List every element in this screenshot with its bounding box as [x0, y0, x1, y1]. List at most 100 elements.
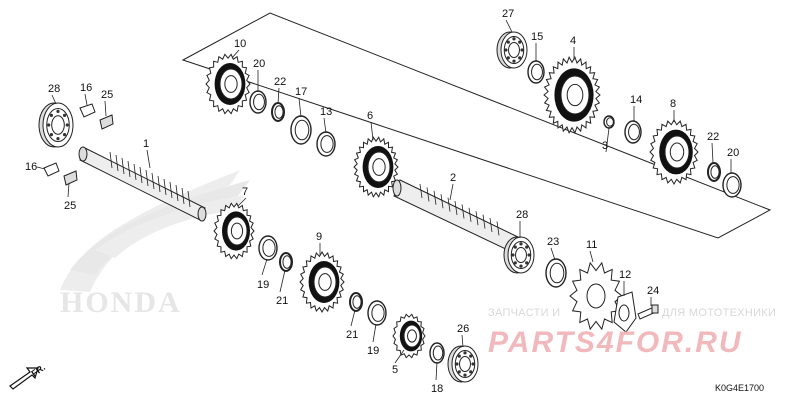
callout-9: 9	[316, 231, 322, 243]
fr-label: FR.	[29, 362, 47, 379]
callout-4: 4	[570, 35, 576, 47]
leader-line	[323, 117, 327, 134]
washer-20-right	[722, 172, 742, 198]
watermark-brand: PARTS4FOR.RU	[488, 326, 743, 359]
leader-line	[605, 127, 610, 153]
callout-21b: 21	[346, 329, 358, 341]
watermark-caption-tail: ДЛЯ МОТОТЕХНИКИ	[662, 307, 776, 319]
gear-6	[353, 136, 399, 198]
spline-line	[482, 214, 486, 229]
honda-wing-logo: HONDA	[60, 170, 250, 319]
leader-line	[36, 166, 46, 170]
spline-line	[169, 181, 173, 199]
callout-23: 23	[547, 236, 559, 248]
callout-10: 10	[234, 38, 246, 50]
circlip-21-left	[279, 252, 293, 272]
callout-16a: 16	[80, 82, 92, 94]
mainshaft	[392, 179, 521, 253]
front-direction-arrow: FR.	[9, 362, 47, 390]
callout-22b: 22	[707, 131, 719, 143]
leader-line	[350, 309, 356, 327]
dowel-16-top	[79, 103, 96, 118]
callout-28b: 28	[516, 209, 528, 221]
washer-18	[429, 342, 445, 364]
leader-line	[104, 100, 107, 117]
spline-line	[151, 172, 155, 190]
leader-lines	[36, 19, 732, 381]
callout-24: 24	[647, 285, 659, 297]
assembly-outline	[181, 12, 772, 239]
leader-line	[67, 182, 70, 198]
callouts: 1 2 3 4 5 6 7 8 9 10 11 12 13 14 15 16 1…	[25, 8, 739, 395]
spline-line	[157, 175, 161, 193]
spline-line	[496, 221, 500, 236]
spline-line	[468, 207, 472, 222]
spline-line	[163, 178, 167, 196]
callout-25a: 25	[101, 89, 113, 101]
leader-line	[298, 97, 302, 118]
callout-14: 14	[630, 94, 642, 106]
fixing-plate-12	[613, 291, 637, 333]
bolt-25-bottom	[63, 170, 78, 186]
spline-line	[109, 151, 113, 169]
washer-15	[527, 60, 545, 84]
spline-line	[127, 160, 131, 178]
callout-27: 27	[502, 8, 514, 20]
honda-logo-text: HONDA	[60, 286, 182, 319]
leader-line	[711, 142, 714, 164]
callout-11: 11	[586, 239, 597, 251]
callout-26: 26	[457, 323, 469, 335]
leader-line	[370, 121, 374, 141]
bearing-27	[496, 31, 528, 69]
leader-line	[277, 87, 280, 105]
gear-8	[649, 118, 699, 186]
washer-20-left	[249, 90, 267, 114]
bushing-19-left	[258, 235, 278, 261]
bearing-28-right	[503, 236, 535, 274]
leader-line	[237, 197, 247, 207]
parts-layer	[38, 31, 742, 383]
spline-line	[461, 204, 465, 219]
leader-line	[51, 94, 57, 105]
leader-line	[394, 349, 405, 364]
callout-7: 7	[242, 186, 248, 198]
leader-line	[279, 269, 286, 293]
circlip-22-right	[707, 162, 721, 182]
gear-5	[392, 313, 426, 359]
spline-line	[433, 190, 437, 205]
callout-6: 6	[367, 110, 373, 122]
callout-15: 15	[531, 31, 543, 43]
washer-14	[624, 120, 642, 144]
callout-21a: 21	[276, 295, 288, 307]
spline-line	[187, 190, 191, 208]
leader-line	[589, 250, 594, 263]
spline-line	[175, 184, 179, 202]
bolt-25-top	[99, 114, 114, 130]
leader-line	[146, 149, 151, 169]
leader-line	[231, 49, 240, 59]
callout-1: 1	[143, 138, 149, 150]
callout-20b: 20	[727, 147, 739, 159]
diagram-code: K0G4E1700	[715, 383, 764, 393]
gear-7	[213, 202, 255, 260]
bolt-24	[637, 304, 659, 320]
leader-line	[449, 183, 454, 201]
collar-3	[603, 115, 615, 129]
leader-line	[84, 93, 88, 106]
leader-line	[461, 334, 464, 348]
bushing-17	[290, 115, 312, 145]
callout-2: 2	[450, 172, 456, 184]
bushing-19-right	[367, 300, 387, 326]
callout-12: 12	[619, 269, 631, 281]
spline-line	[426, 187, 430, 202]
spline-line	[115, 154, 119, 172]
callout-18: 18	[431, 383, 443, 395]
callout-13: 13	[320, 106, 332, 118]
leader-line	[505, 19, 513, 33]
leader-line	[372, 323, 377, 343]
spline-line	[440, 194, 444, 209]
callout-5: 5	[392, 364, 398, 376]
watermark-caption: ЗАПЧАСТИ И	[488, 307, 560, 319]
